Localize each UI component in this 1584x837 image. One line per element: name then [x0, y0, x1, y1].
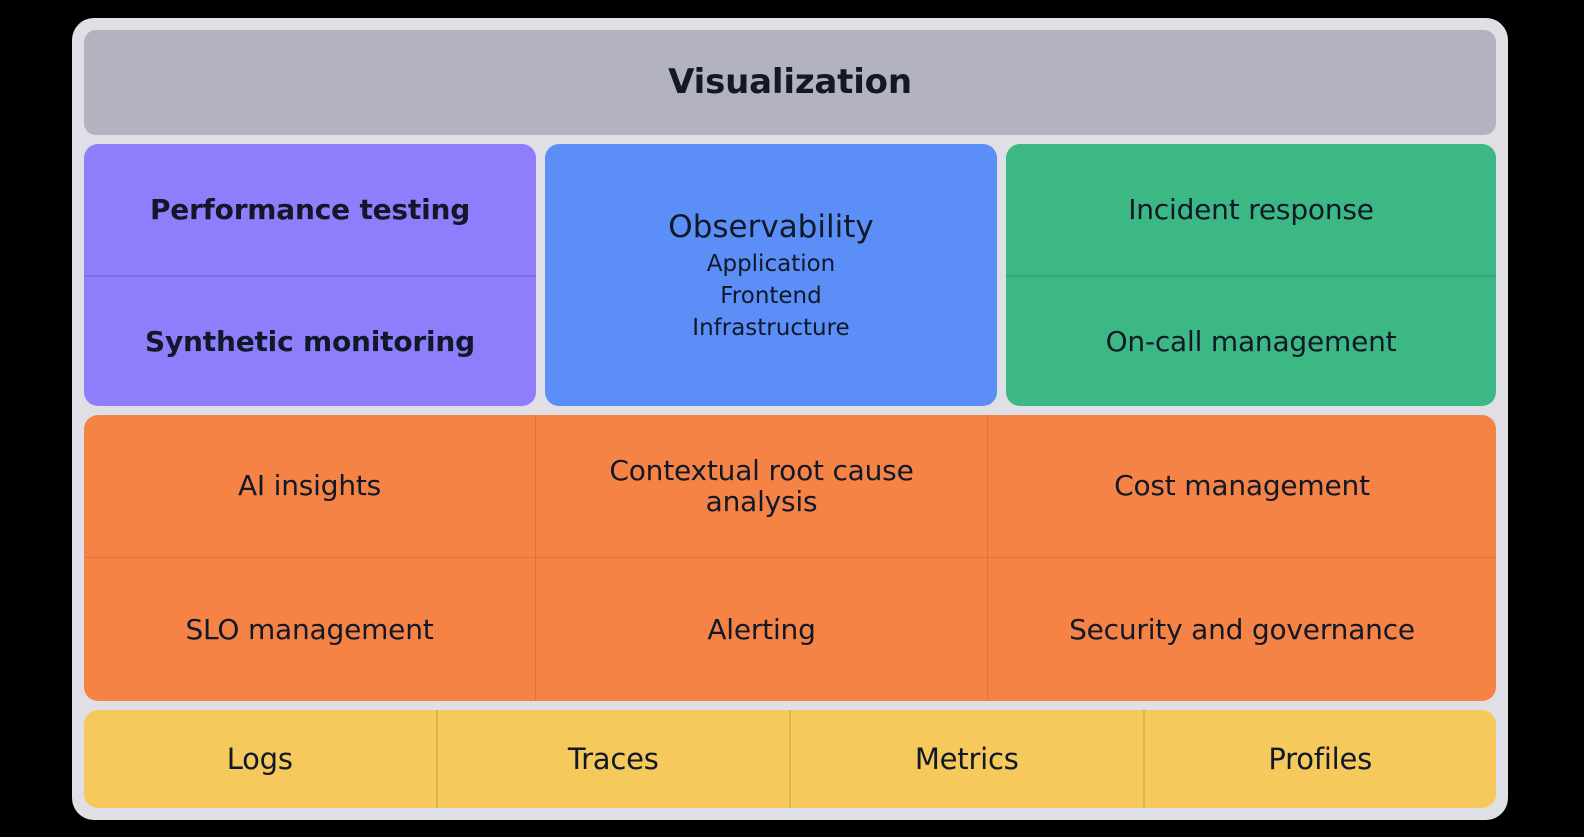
tile-logs[interactable]: Logs — [84, 710, 438, 808]
tile-incident-response-label: Incident response — [1128, 192, 1374, 226]
column-incident: Incident response On-call management — [1006, 144, 1496, 406]
tile-synthetic-monitoring[interactable]: Synthetic monitoring — [84, 275, 536, 406]
tile-metrics-label: Metrics — [914, 741, 1019, 776]
tile-metrics[interactable]: Metrics — [791, 710, 1145, 808]
tile-contextual-root-cause-analysis[interactable]: Contextual root cause analysis — [536, 415, 988, 558]
observability-item-infrastructure[interactable]: Infrastructure — [692, 315, 850, 341]
column-observability[interactable]: Observability Application Frontend Infra… — [545, 144, 997, 406]
tile-alerting[interactable]: Alerting — [536, 558, 988, 701]
observability-stack-card: Visualization Performance testing Synthe… — [72, 18, 1508, 820]
tile-incident-response[interactable]: Incident response — [1006, 144, 1496, 275]
observability-item-application[interactable]: Application — [706, 251, 836, 277]
tile-contextual-root-cause-analysis-label: Contextual root cause analysis — [609, 453, 914, 518]
tile-performance-testing-label: Performance testing — [149, 192, 471, 226]
tile-traces-label: Traces — [567, 741, 659, 776]
capability-columns-row: Performance testing Synthetic monitoring… — [84, 144, 1496, 406]
tile-alerting-label: Alerting — [707, 612, 816, 646]
tile-ai-insights[interactable]: AI insights — [84, 415, 536, 558]
observability-item-frontend[interactable]: Frontend — [720, 283, 822, 309]
tile-slo-management-label: SLO management — [185, 612, 434, 646]
visualization-label: Visualization — [668, 62, 912, 103]
tile-cost-management-label: Cost management — [1114, 469, 1370, 503]
column-testing: Performance testing Synthetic monitoring — [84, 144, 536, 406]
capabilities-grid: AI insights Contextual root cause analys… — [84, 415, 1496, 701]
tile-security-and-governance[interactable]: Security and governance — [988, 558, 1496, 701]
visualization-layer[interactable]: Visualization — [84, 30, 1496, 135]
tile-logs-label: Logs — [226, 741, 293, 776]
tile-on-call-management[interactable]: On-call management — [1006, 275, 1496, 406]
tile-traces[interactable]: Traces — [438, 710, 791, 808]
observability-title: Observability — [668, 209, 874, 245]
tile-ai-insights-label: AI insights — [237, 469, 382, 503]
tile-synthetic-monitoring-label: Synthetic monitoring — [145, 324, 475, 358]
tile-security-and-governance-label: Security and governance — [1069, 612, 1415, 646]
telemetry-signals-bar: Logs Traces Metrics Profiles — [84, 710, 1496, 808]
tile-profiles-label: Profiles — [1268, 741, 1373, 776]
tile-profiles[interactable]: Profiles — [1145, 710, 1497, 808]
observability-stack: Observability Application Frontend Infra… — [545, 144, 997, 406]
tile-performance-testing[interactable]: Performance testing — [84, 144, 536, 275]
tile-on-call-management-label: On-call management — [1105, 324, 1397, 358]
tile-cost-management[interactable]: Cost management — [988, 415, 1496, 558]
tile-slo-management[interactable]: SLO management — [84, 558, 536, 701]
